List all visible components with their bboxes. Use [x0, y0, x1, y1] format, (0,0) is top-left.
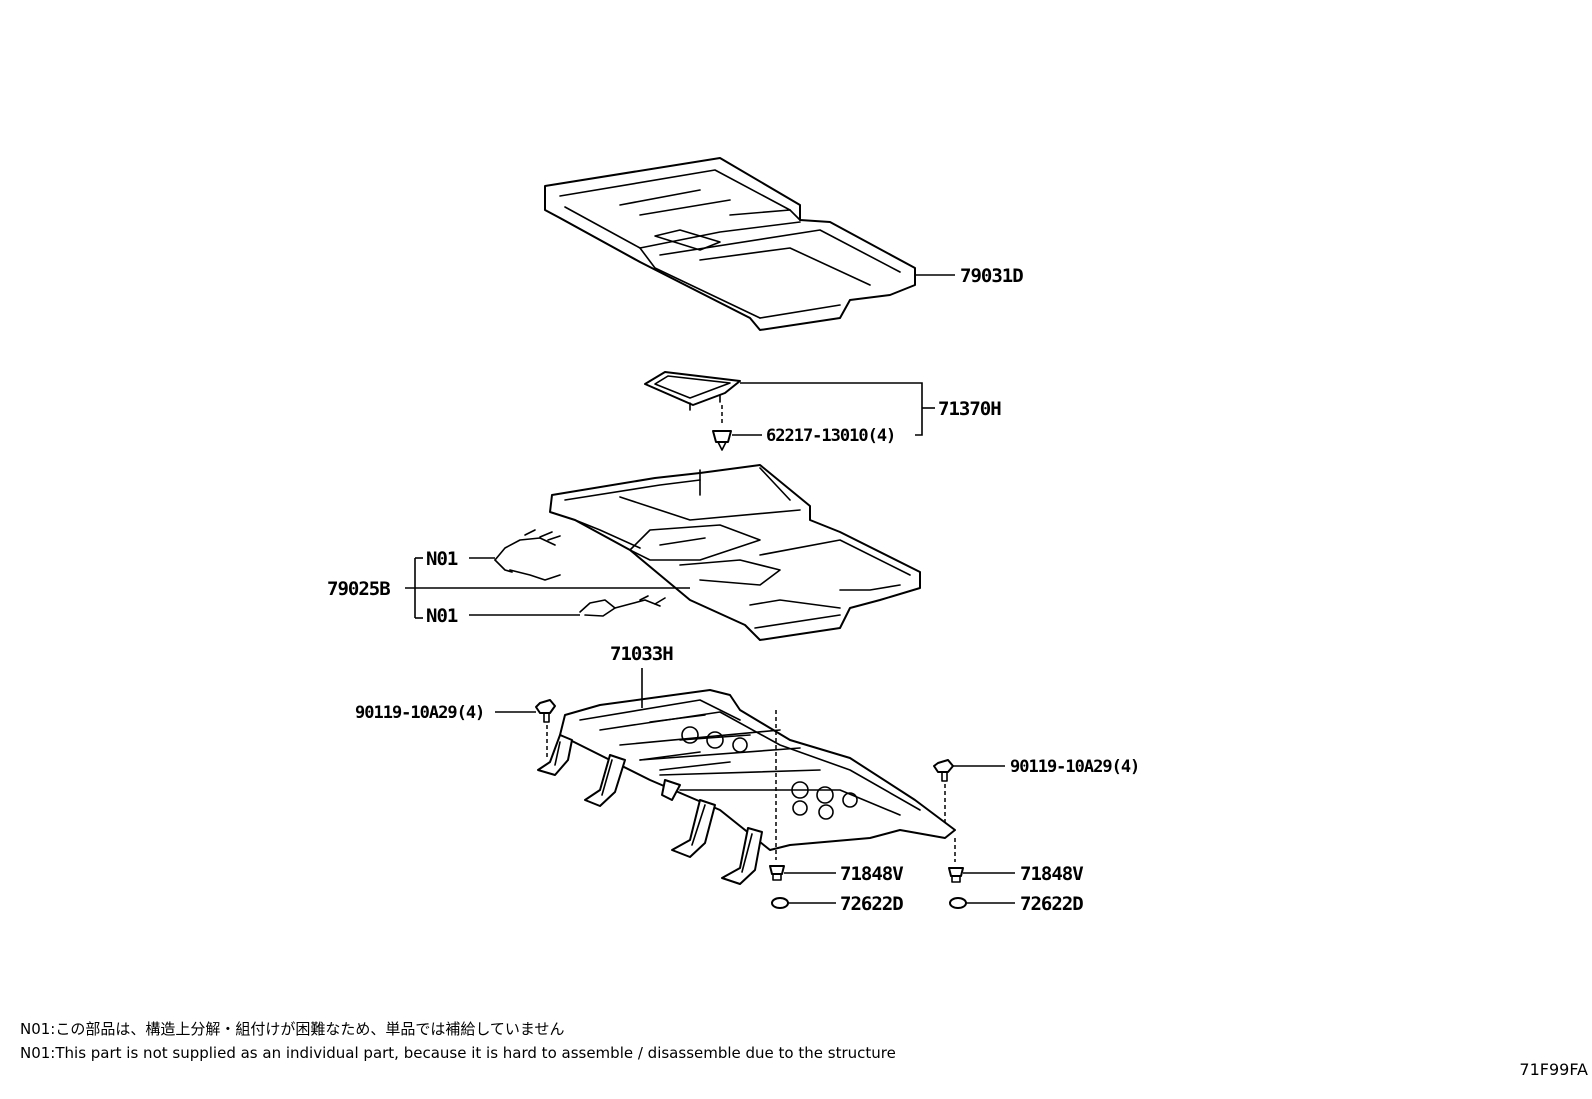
wire-harness-upper	[494, 529, 561, 581]
callout-71848V-left: 71848V	[840, 863, 903, 885]
drawing-id-label: 71F99FA	[1519, 1060, 1588, 1079]
lid-clip-part	[712, 405, 732, 451]
cushion-pad-right-part	[949, 897, 967, 909]
callout-90119-10A29-right: 90119-10A29(4)	[1010, 757, 1139, 777]
callout-72622D-right: 72622D	[1020, 893, 1083, 915]
callout-79025B: 79025B	[327, 578, 390, 600]
callout-79031D: 79031D	[960, 265, 1023, 287]
note-english: N01:This part is not supplied as an indi…	[20, 1044, 896, 1062]
callout-71848V-right: 71848V	[1020, 863, 1083, 885]
stopper-left-part	[769, 710, 785, 881]
bolt-right-part	[933, 759, 954, 822]
seat-frame-part	[537, 689, 956, 885]
callout-71033H: 71033H	[610, 643, 673, 665]
callout-90119-10A29-left: 90119-10A29(4)	[355, 703, 484, 723]
callout-71370H: 71370H	[938, 398, 1001, 420]
stopper-right-part	[948, 838, 964, 883]
note-japanese: N01:この部品は、構造上分解・組付けが困難なため、単品では補給していません	[20, 1020, 565, 1038]
seat-cushion-part	[549, 464, 921, 641]
armrest-lid-part	[644, 371, 741, 411]
bolt-left-part	[535, 699, 556, 760]
leader-lines	[405, 274, 1015, 904]
wire-harness-lower	[579, 595, 666, 617]
callout-72622D-left: 72622D	[840, 893, 903, 915]
callout-N01-upper: N01	[426, 548, 458, 570]
cushion-pad-left-part	[771, 897, 789, 909]
callout-N01-lower: N01	[426, 605, 458, 627]
callout-62217-13010: 62217-13010(4)	[766, 426, 895, 446]
seat-cover-part	[544, 157, 916, 331]
